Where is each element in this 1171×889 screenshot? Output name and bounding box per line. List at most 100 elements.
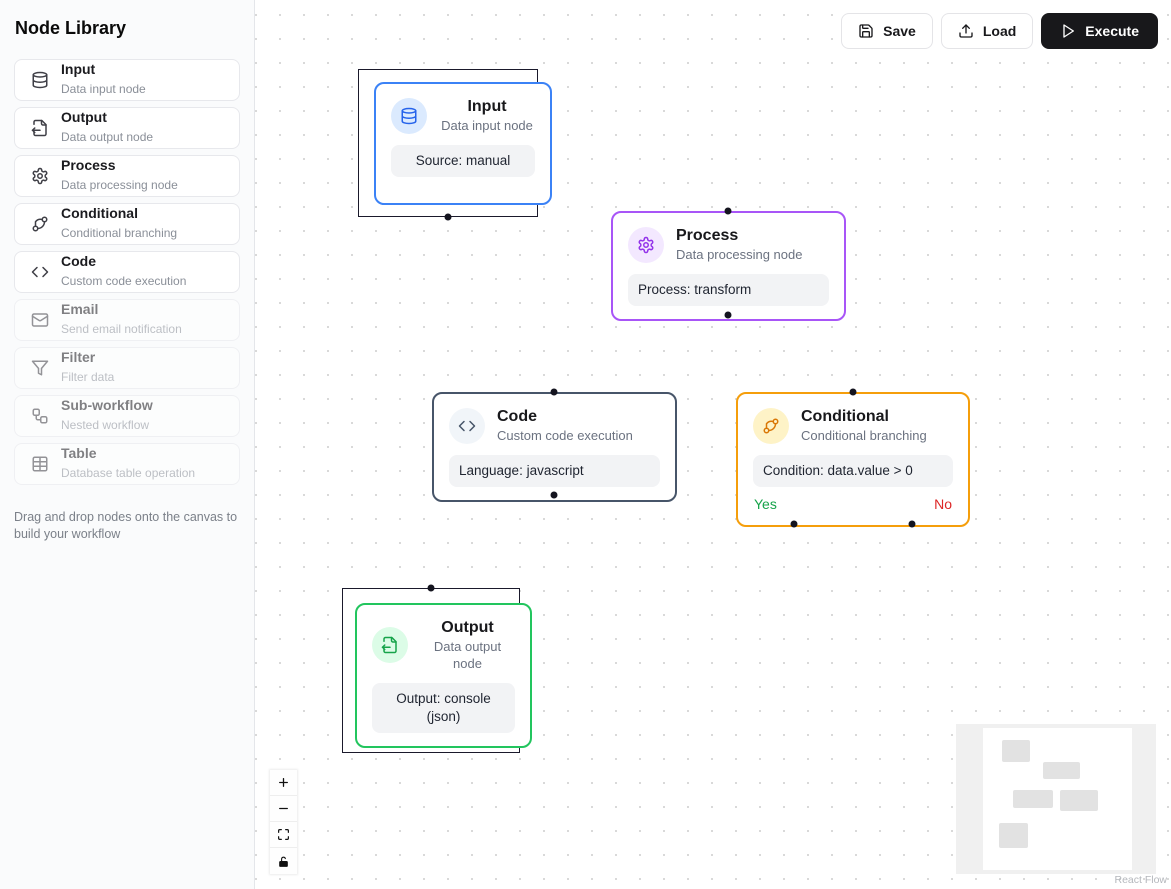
library-item-label: Process xyxy=(61,157,178,175)
handle-conditional-target[interactable] xyxy=(850,389,857,396)
library-item-subworkflow: Sub-workflowNested workflow xyxy=(14,395,240,437)
file-output-icon xyxy=(31,119,49,137)
plus-icon xyxy=(277,776,290,789)
node-subtitle: Data input node xyxy=(439,118,535,135)
minimap-node-input xyxy=(1002,740,1030,762)
upload-icon xyxy=(958,23,974,39)
zoom-controls xyxy=(270,770,297,874)
node-subtitle: Data processing node xyxy=(676,247,829,264)
library-item-label: Email xyxy=(61,301,182,319)
node-title: Input xyxy=(439,97,535,118)
library-item-input[interactable]: InputData input node xyxy=(14,59,240,101)
library-item-process[interactable]: ProcessData processing node xyxy=(14,155,240,197)
save-button[interactable]: Save xyxy=(841,13,933,49)
node-library-sidebar: Node Library InputData input node Output… xyxy=(0,0,255,889)
load-button[interactable]: Load xyxy=(941,13,1033,49)
handle-input-source[interactable] xyxy=(445,214,452,221)
node-title: Conditional xyxy=(801,407,953,428)
gear-icon xyxy=(31,167,49,185)
node-detail: Condition: data.value > 0 xyxy=(753,455,953,487)
table-icon xyxy=(31,455,49,473)
workflow-icon xyxy=(31,407,49,425)
library-item-output[interactable]: OutputData output node xyxy=(14,107,240,149)
node-subtitle: Conditional branching xyxy=(801,428,953,445)
code-icon xyxy=(31,263,49,281)
code-icon xyxy=(449,408,485,444)
library-item-label: Filter xyxy=(61,349,114,367)
library-item-conditional[interactable]: ConditionalConditional branching xyxy=(14,203,240,245)
execute-button[interactable]: Execute xyxy=(1041,13,1158,49)
handle-conditional-yes[interactable] xyxy=(791,521,798,528)
node-title: Code xyxy=(497,407,660,428)
database-icon xyxy=(391,98,427,134)
git-branch-icon xyxy=(31,215,49,233)
branch-yes-label: Yes xyxy=(754,496,777,512)
library-item-desc: Database table operation xyxy=(61,466,195,480)
library-item-desc: Send email notification xyxy=(61,322,182,336)
library-item-code[interactable]: CodeCustom code execution xyxy=(14,251,240,293)
library-item-label: Table xyxy=(61,445,195,463)
lock-toggle-button[interactable] xyxy=(270,848,297,874)
workflow-node-process[interactable]: Process Data processing node Process: tr… xyxy=(611,211,846,321)
library-item-filter: FilterFilter data xyxy=(14,347,240,389)
file-output-icon xyxy=(372,627,408,663)
library-item-label: Code xyxy=(61,253,186,271)
minimap-node-code xyxy=(1013,790,1053,808)
node-subtitle: Custom code execution xyxy=(497,428,660,445)
library-item-desc: Data input node xyxy=(61,82,146,96)
handle-process-source[interactable] xyxy=(725,312,732,319)
gear-icon xyxy=(628,227,664,263)
node-detail: Output: console (json) xyxy=(372,683,515,733)
library-item-table: TableDatabase table operation xyxy=(14,443,240,485)
react-flow-attribution[interactable]: React Flow xyxy=(1114,874,1167,886)
workflow-node-conditional[interactable]: Conditional Conditional branching Condit… xyxy=(736,392,970,527)
database-icon xyxy=(31,71,49,89)
library-item-desc: Data processing node xyxy=(61,178,178,192)
load-button-label: Load xyxy=(983,23,1016,39)
library-item-desc: Nested workflow xyxy=(61,418,149,432)
library-item-email: EmailSend email notification xyxy=(14,299,240,341)
zoom-in-button[interactable] xyxy=(270,770,297,796)
library-item-desc: Data output node xyxy=(61,130,153,144)
library-item-label: Output xyxy=(61,109,153,127)
library-item-desc: Conditional branching xyxy=(61,226,177,240)
sidebar-title: Node Library xyxy=(15,18,240,39)
workflow-node-code[interactable]: Code Custom code execution Language: jav… xyxy=(432,392,677,502)
node-title: Process xyxy=(676,226,829,247)
git-branch-icon xyxy=(753,408,789,444)
handle-output-target[interactable] xyxy=(428,585,435,592)
unlock-icon xyxy=(277,855,290,868)
library-item-label: Sub-workflow xyxy=(61,397,153,415)
library-item-desc: Custom code execution xyxy=(61,274,186,288)
handle-code-target[interactable] xyxy=(551,389,558,396)
minimap[interactable] xyxy=(956,724,1156,874)
node-subtitle: Data output node xyxy=(420,639,515,673)
workflow-node-input[interactable]: Input Data input node Source: manual xyxy=(374,82,552,205)
play-icon xyxy=(1060,23,1076,39)
workflow-node-output[interactable]: Output Data output node Output: console … xyxy=(355,603,532,748)
save-button-label: Save xyxy=(883,23,916,39)
node-detail: Language: javascript xyxy=(449,455,660,487)
node-detail: Source: manual xyxy=(391,145,535,177)
minimap-node-output xyxy=(999,823,1028,848)
minimap-node-conditional xyxy=(1060,790,1098,811)
execute-button-label: Execute xyxy=(1085,23,1139,39)
handle-conditional-no[interactable] xyxy=(909,521,916,528)
handle-code-source[interactable] xyxy=(551,492,558,499)
branch-no-label: No xyxy=(934,496,952,512)
funnel-icon xyxy=(31,359,49,377)
mail-icon xyxy=(31,311,49,329)
minus-icon xyxy=(277,802,290,815)
handle-process-target[interactable] xyxy=(725,208,732,215)
save-icon xyxy=(858,23,874,39)
library-item-label: Conditional xyxy=(61,205,177,223)
node-detail: Process: transform xyxy=(628,274,829,306)
fit-view-button[interactable] xyxy=(270,822,297,848)
library-item-desc: Filter data xyxy=(61,370,114,384)
sidebar-hint: Drag and drop nodes onto the canvas to b… xyxy=(14,509,240,543)
fit-view-icon xyxy=(277,828,290,841)
zoom-out-button[interactable] xyxy=(270,796,297,822)
canvas-pane[interactable]: Save Load Execute Input Data input node xyxy=(255,0,1171,889)
minimap-node-process xyxy=(1043,762,1080,779)
